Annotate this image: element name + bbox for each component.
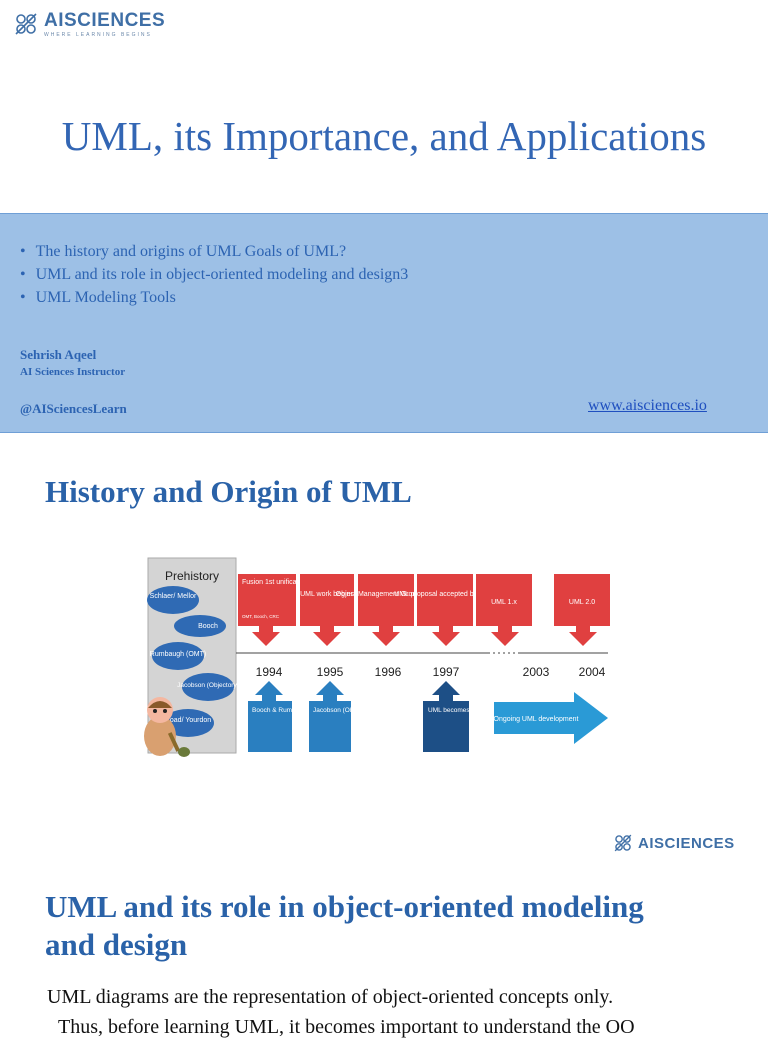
method-label: Jacobson (Objectory) [177, 682, 239, 689]
molecule-logo-icon [612, 832, 634, 854]
milestone-label: UML 1.x [491, 599, 517, 606]
method-label: Booch [198, 623, 218, 630]
year-label: 2003 [523, 665, 550, 679]
year-label: 1997 [433, 665, 460, 679]
body-paragraph-line: Thus, before learning UML, it becomes im… [58, 1016, 635, 1039]
year-label: 1994 [256, 665, 283, 679]
topic-list: The history and origins of UML Goals of … [20, 240, 408, 309]
section-heading-role: UML and its role in object-oriented mode… [45, 888, 665, 964]
year-label: 2004 [579, 665, 606, 679]
method-oval [147, 586, 199, 614]
year-label: 1996 [375, 665, 402, 679]
body-paragraph-line: UML diagrams are the representation of o… [47, 986, 613, 1009]
year-label: 1995 [317, 665, 344, 679]
molecule-logo-icon [12, 10, 40, 38]
brand-logo: AISCIENCES WHERE LEARNING BEGINS [12, 10, 165, 38]
website-link[interactable]: www.aisciences.io [588, 397, 707, 415]
brand-logo-small: AISCIENCES [612, 832, 735, 854]
section-heading-history: History and Origin of UML [45, 474, 412, 510]
social-handle: @AISciencesLearn [20, 401, 127, 417]
topic-item: UML and its role in object-oriented mode… [20, 263, 408, 286]
author-name: Sehrish Aqeel [20, 347, 96, 363]
milestone-box: UML 2.0 [554, 574, 610, 646]
logo-tagline: WHERE LEARNING BEGINS [44, 32, 165, 38]
event-box: Jacobson (Objectory) joins Rational [309, 681, 416, 752]
milestone-note: OMT, Booch, CRC [242, 614, 280, 619]
milestone-label: UML 2.0 [569, 599, 595, 606]
logo-wordmark: AISCIENCES [638, 835, 735, 852]
uml-history-timeline: Prehistory Schlaer/ Mellor Booch Rumbaug… [138, 556, 618, 771]
topic-item: UML Modeling Tools [20, 286, 408, 309]
ongoing-label: Ongoing UML development [494, 716, 579, 723]
ongoing-development-arrow: Ongoing UML development [494, 692, 608, 744]
logo-wordmark: AISCIENCES [44, 10, 165, 32]
method-label: Schlaer/ Mellor [150, 593, 197, 600]
event-label: Jacobson (Objectory) joins Rational [313, 707, 416, 714]
method-label: Rumbaugh (OMT) [150, 651, 206, 658]
intro-panel: The history and origins of UML Goals of … [0, 213, 768, 433]
milestone-box: UML work begins [300, 574, 354, 646]
page-title: UML, its Importance, and Applications [0, 112, 768, 160]
topic-item: The history and origins of UML Goals of … [20, 240, 408, 263]
author-role: AI Sciences Instructor [20, 366, 125, 378]
prehistory-label: Prehistory [165, 569, 219, 583]
milestone-box: UML 1.x [476, 574, 532, 646]
